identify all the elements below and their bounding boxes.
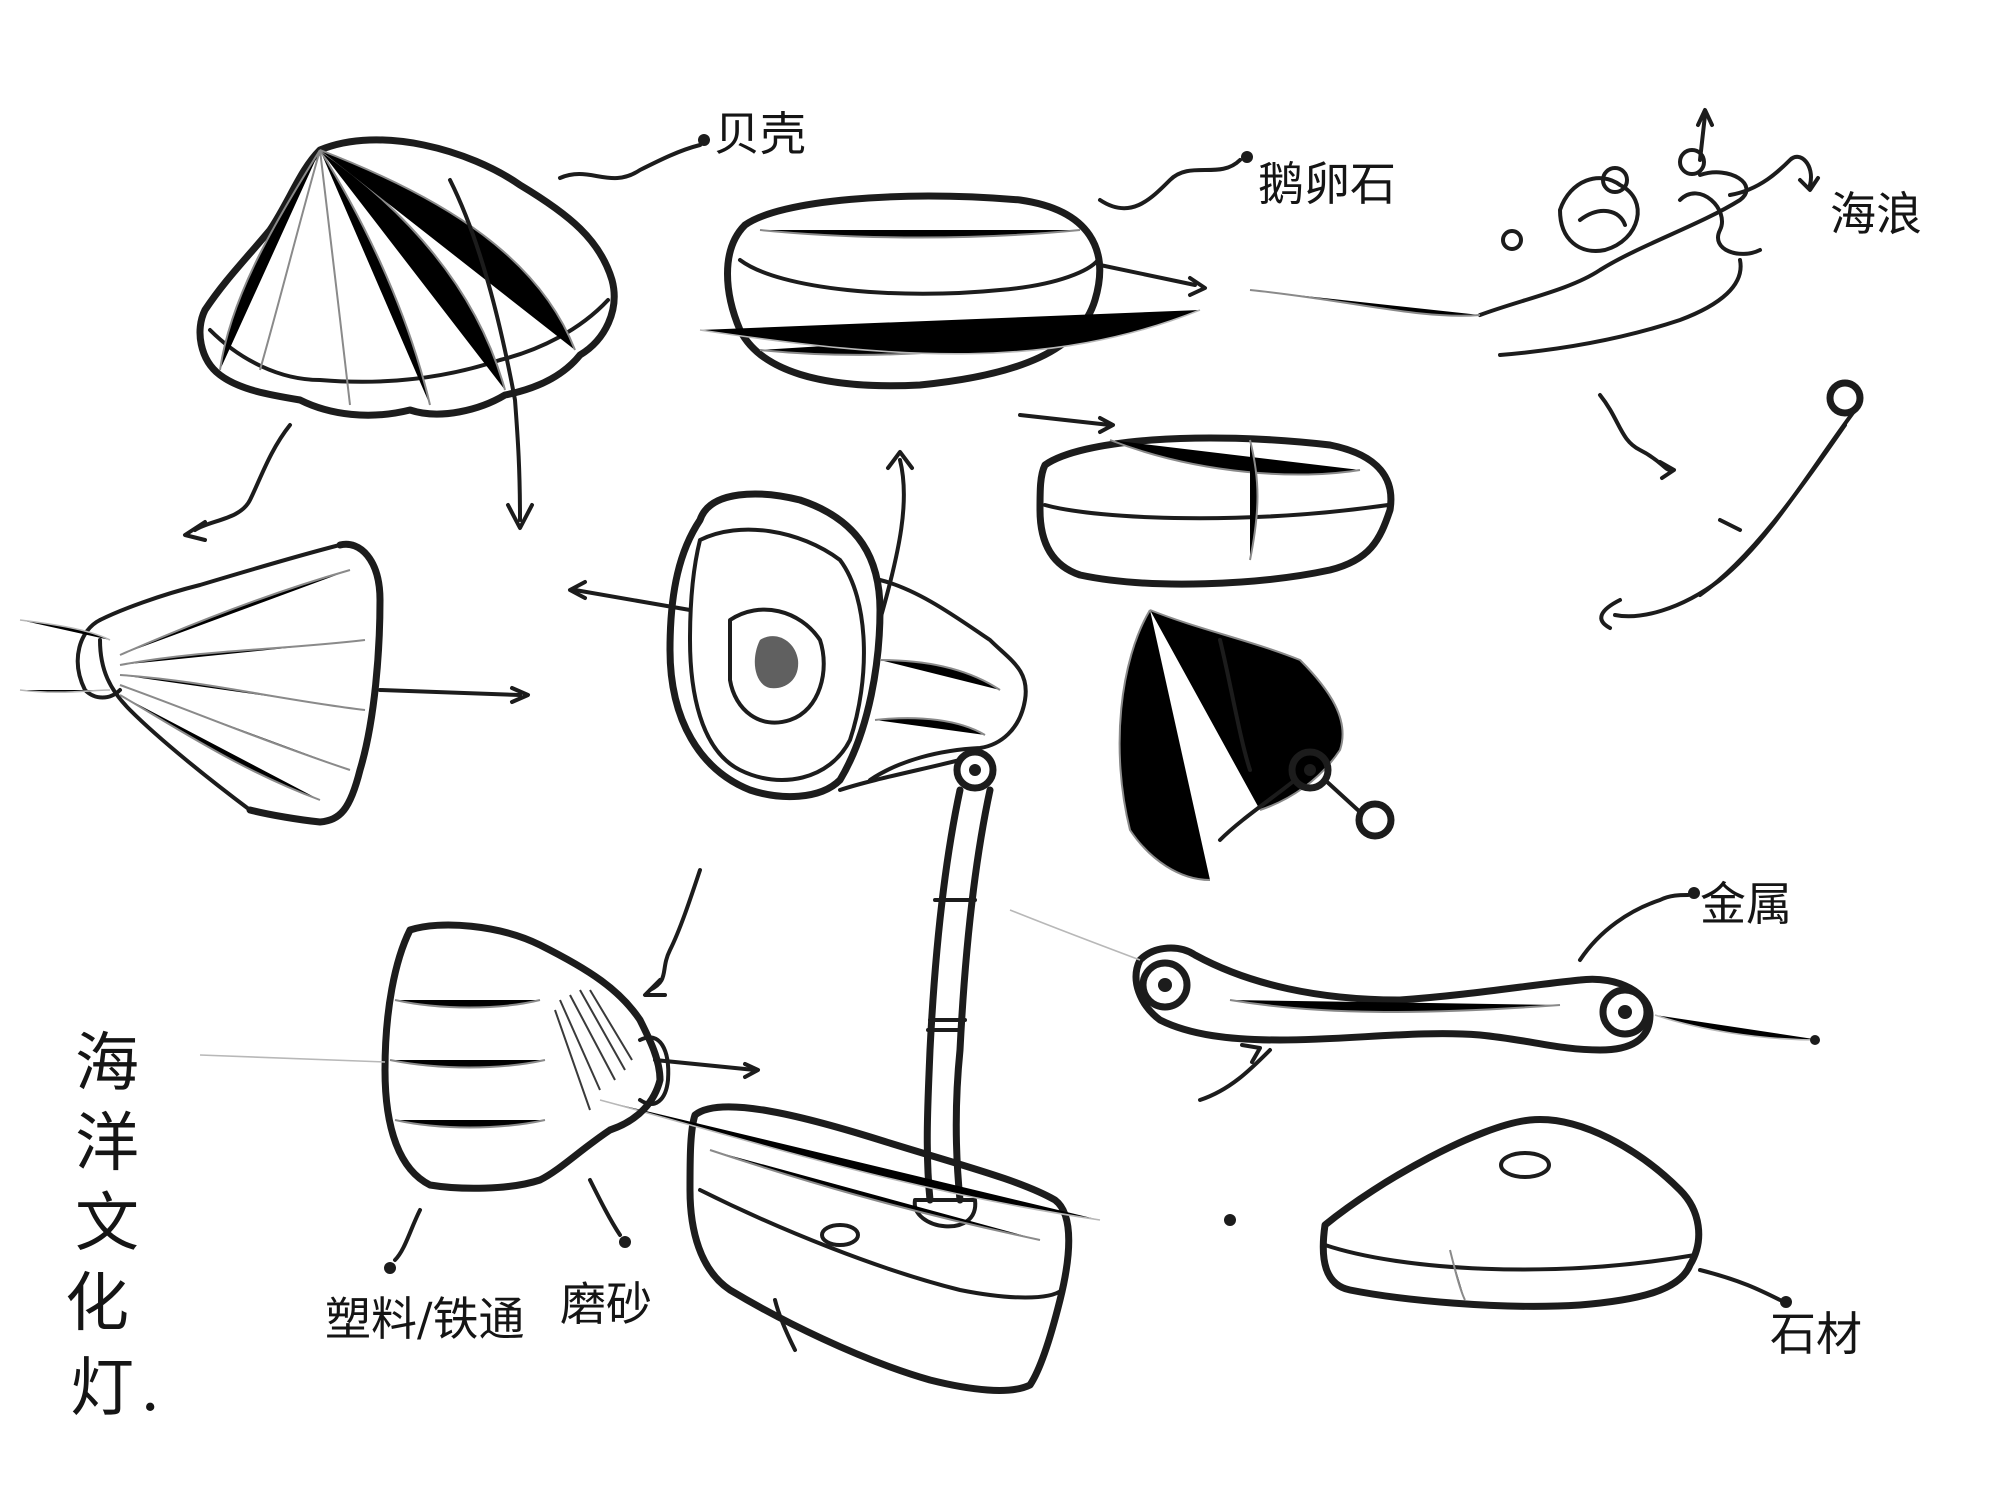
rect-pebble-sketch [1018, 413, 1395, 588]
title-char-5: 灯 [70, 1352, 134, 1426]
lamp-head-sketch [568, 450, 1028, 801]
wave-label: 海浪 [1830, 187, 1922, 241]
title-char-4: 化 [65, 1267, 129, 1341]
title-char-2: 洋 [75, 1107, 139, 1181]
metal-label: 金属 [1700, 877, 1792, 931]
stone-base-sketch [1224, 1116, 1792, 1310]
vertical-title: 海 洋 文 化 灯 . [65, 1027, 160, 1426]
title-char-3: 文 [75, 1187, 139, 1261]
lamp-arm-base-sketch [599, 786, 1101, 1394]
shell-sketch [196, 134, 710, 530]
wave-sketch [1249, 108, 1820, 357]
pebble-sketch [699, 151, 1253, 390]
stone-label: 石材 [1770, 1307, 1862, 1361]
metal-arm-sketch [1009, 887, 1821, 1102]
wave-arm-sketch [1598, 379, 1864, 630]
frosted-shade-sketch [199, 868, 760, 1274]
title-dot: . [140, 1352, 160, 1426]
hinge-sketch [1118, 609, 1395, 881]
frosted-label: 磨砂 [560, 1277, 652, 1331]
shell-label: 贝壳 [714, 107, 806, 161]
pebble-label: 鹅卵石 [1258, 157, 1396, 211]
ribbed-shade-sketch [19, 423, 530, 826]
plastic-iron-label: 塑料/铁通 [325, 1292, 525, 1346]
title-char-1: 海 [75, 1027, 139, 1101]
